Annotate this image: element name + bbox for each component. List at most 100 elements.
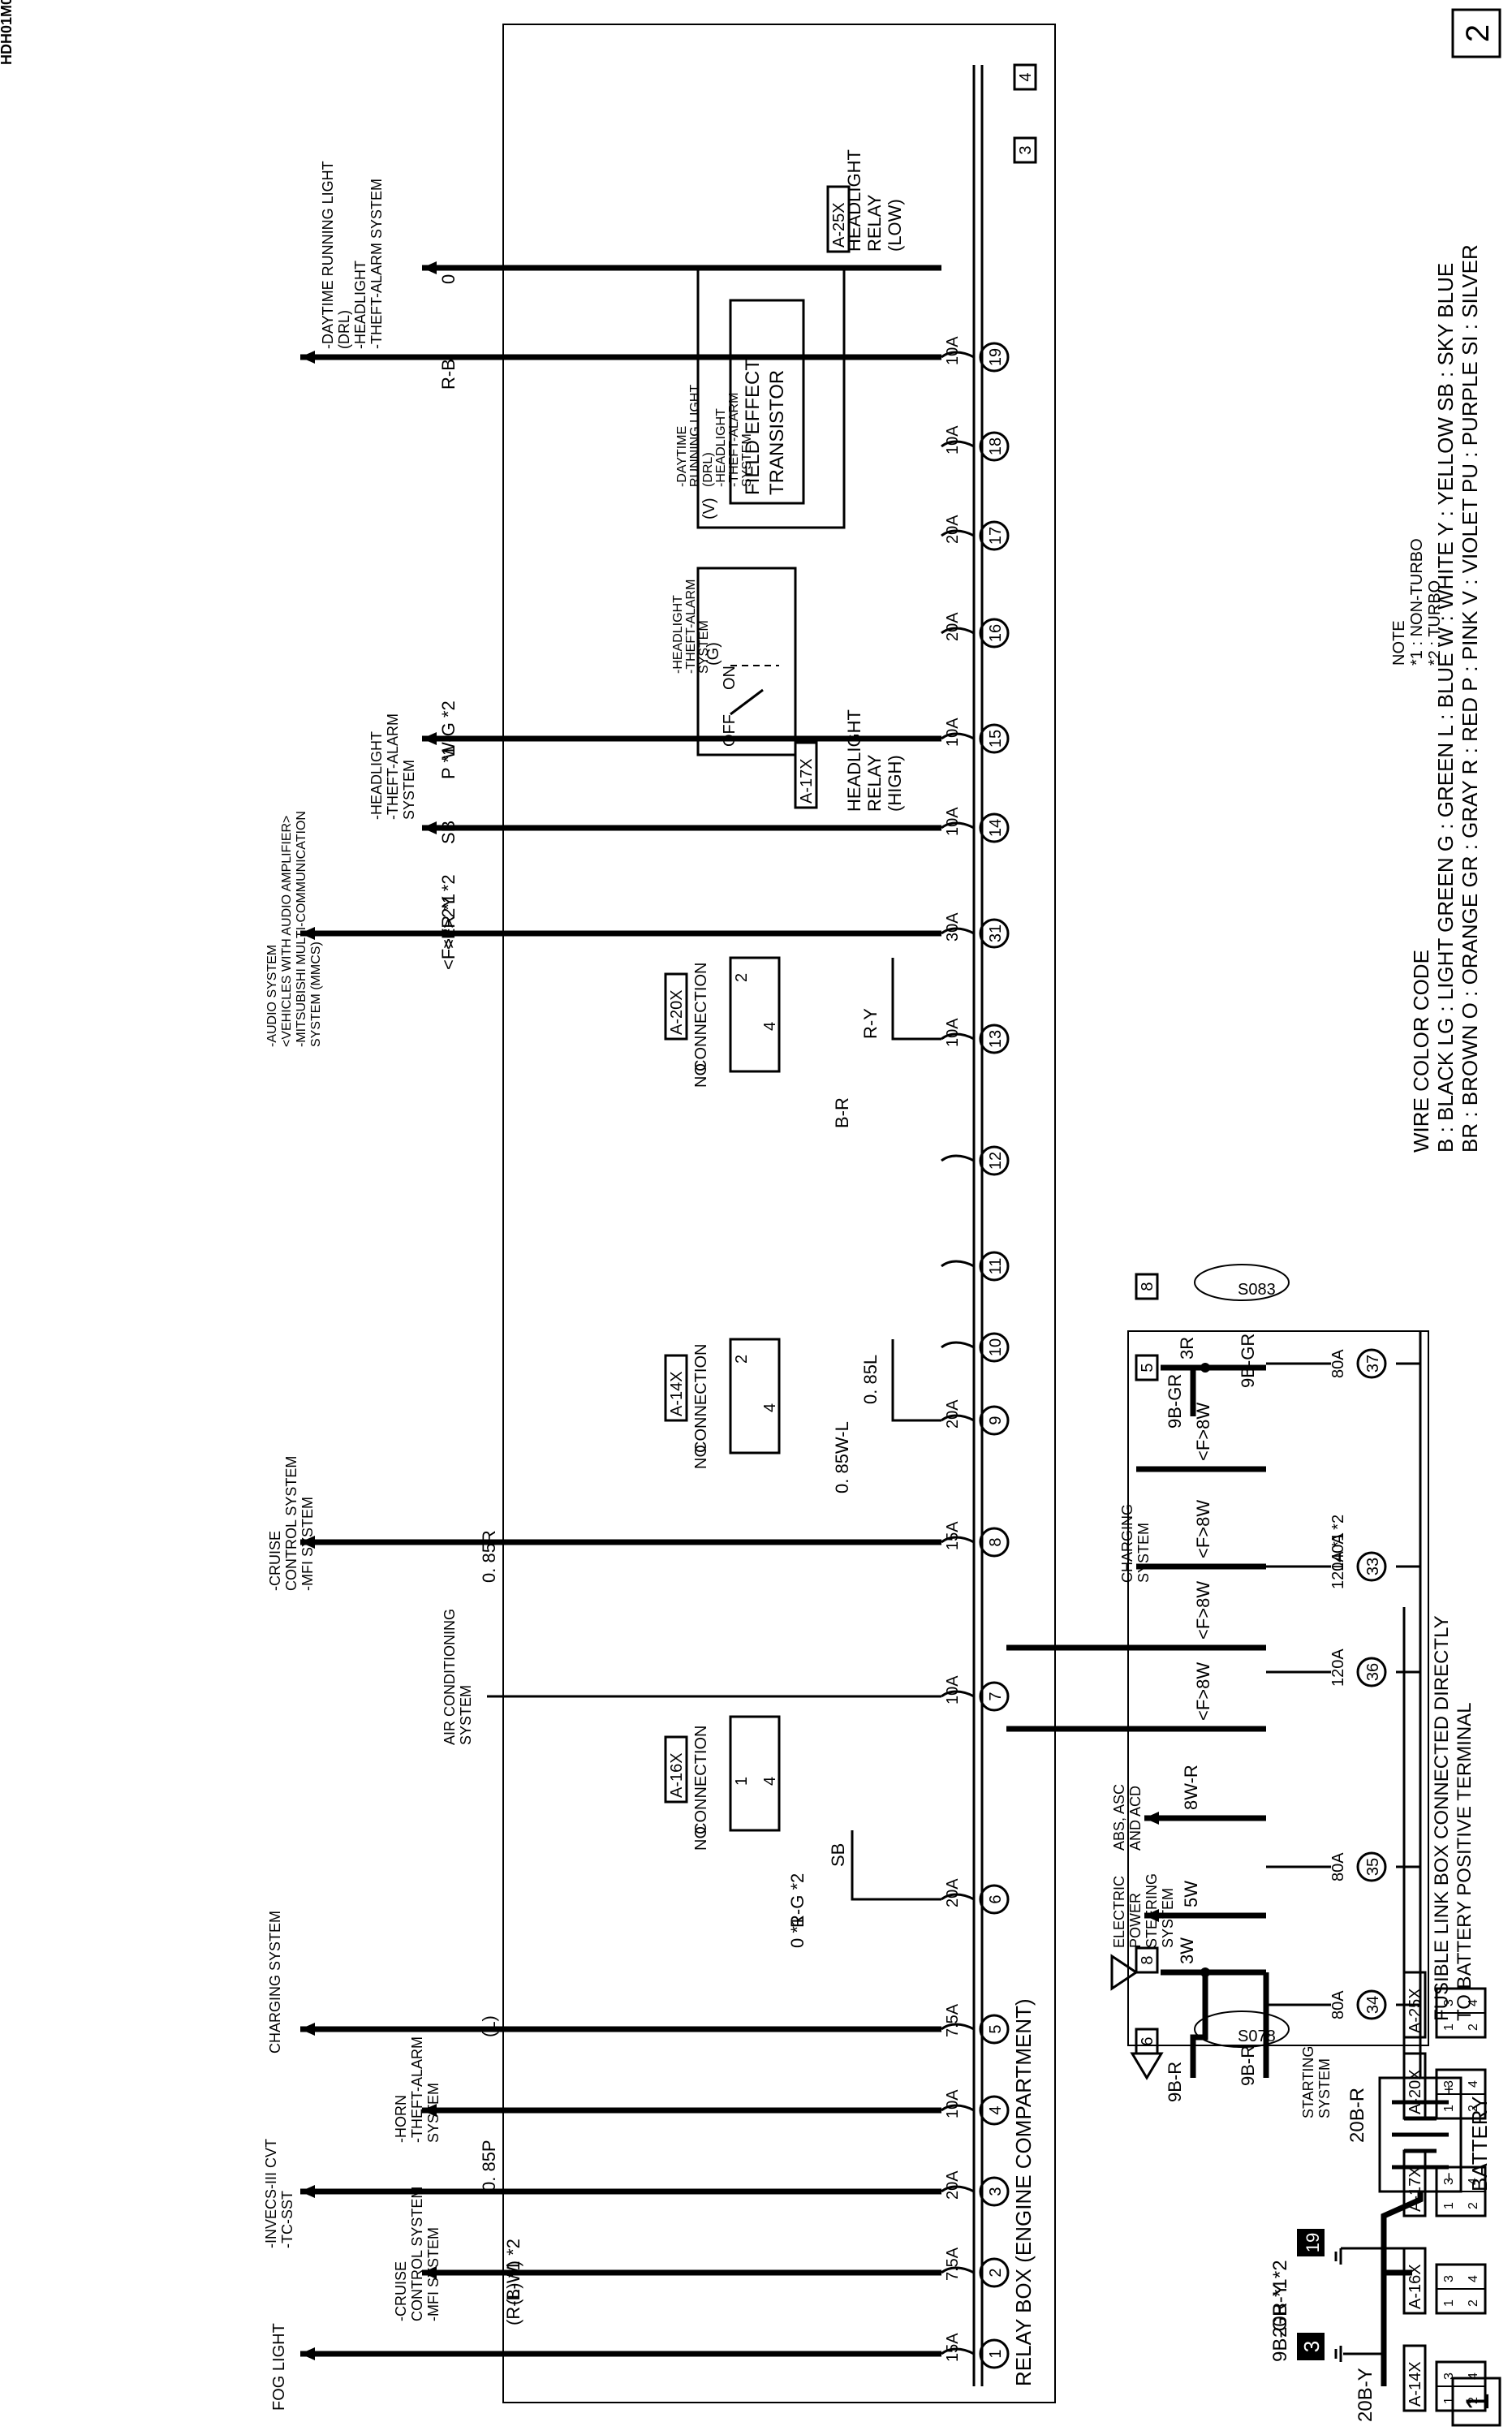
svg-text:B-R: B-R — [832, 1097, 852, 1128]
s083-conn-8: 8 — [1135, 1273, 1159, 1300]
ground-3: 3 9B-GR *1 20B-Y *2 — [1269, 2260, 1384, 2362]
svg-text:10A: 10A — [944, 807, 962, 836]
svg-text:-MFI SYSTEM: -MFI SYSTEM — [299, 1497, 316, 1591]
battery: − + BATTERY — [1378, 2076, 1492, 2193]
svg-text:-MFI SYSTEM: -MFI SYSTEM — [425, 2227, 442, 2321]
svg-text:35: 35 — [1364, 1858, 1382, 1876]
svg-text:9B-GR: 9B-GR — [1165, 1374, 1185, 1429]
svg-text:15A: 15A — [944, 1521, 962, 1550]
svg-text:ELECTRIC: ELECTRIC — [1111, 1876, 1127, 1948]
svg-text:R-B: R-B — [438, 359, 459, 390]
svg-text:A-20X: A-20X — [1406, 2069, 1424, 2114]
svg-text:TO BATTERY POSITIVE TERMINAL: TO BATTERY POSITIVE TERMINAL — [1454, 1702, 1475, 2021]
svg-text:4: 4 — [761, 1022, 779, 1031]
s083-conn-5: 5 — [1135, 1354, 1159, 1381]
svg-text:34: 34 — [1364, 1996, 1382, 2014]
starting-conn-6: 6 — [1130, 2028, 1164, 2080]
svg-text:3: 3 — [1017, 145, 1035, 154]
fet-relay-a25: FIELD EFFECT TRANSISTOR (V) -DAYTIME RUN… — [675, 149, 905, 529]
starting-system-branch: STARTING SYSTEM 9B-R 9B-R 3W 6 8 S078 — [1110, 1937, 1333, 2118]
svg-text:(L-W) *2: (L-W) *2 — [503, 2239, 523, 2305]
svg-text:<F>8W: <F>8W — [1193, 1662, 1213, 1721]
svg-text:4: 4 — [1467, 2275, 1480, 2282]
figure-code: HDH01M01AC — [0, 0, 15, 65]
output-fuse-3: 0. 85P -INVECS-III CVT -TC-SST — [263, 2139, 941, 2248]
svg-text:2: 2 — [1460, 24, 1496, 42]
svg-text:SB: SB — [438, 821, 459, 844]
svg-text:1: 1 — [1442, 2105, 1456, 2112]
svg-text:(R-B) *1: (R-B) *1 — [503, 2261, 523, 2325]
svg-text:31: 31 — [987, 924, 1005, 942]
svg-text:(G): (G) — [704, 642, 722, 666]
svg-text:RELAY: RELAY — [864, 754, 885, 812]
page-marker-end: 2 — [1451, 8, 1501, 58]
fuse-12: 12 — [941, 1145, 1010, 1176]
svg-text:3: 3 — [1442, 2373, 1456, 2380]
svg-text:9: 9 — [987, 1416, 1005, 1424]
svg-text:3R: 3R — [1177, 1337, 1197, 1360]
svg-text:A-20X: A-20X — [668, 989, 686, 1035]
svg-text:7.5A: 7.5A — [944, 2247, 962, 2281]
svg-text:3: 3 — [1299, 2341, 1324, 2352]
svg-text:15: 15 — [987, 730, 1005, 748]
svg-text:AND ACD: AND ACD — [1127, 1786, 1144, 1851]
svg-text:1: 1 — [1460, 2393, 1496, 2411]
svg-text:-TC-SST: -TC-SST — [279, 2191, 295, 2248]
svg-text:SYSTEM: SYSTEM — [697, 620, 711, 674]
svg-text:CONNECTION: CONNECTION — [692, 963, 710, 1071]
svg-text:WIRE COLOR CODE: WIRE COLOR CODE — [1409, 950, 1433, 1153]
svg-text:18: 18 — [987, 437, 1005, 455]
svg-text:RELAY BOX (ENGINE COMPARTMENT): RELAY BOX (ENGINE COMPARTMENT) — [1011, 1998, 1036, 2386]
svg-text:3W: 3W — [1177, 1937, 1197, 1964]
svg-text:-HEADLIGHT: -HEADLIGHT — [352, 261, 368, 349]
svg-text:FIELD EFFECT: FIELD EFFECT — [742, 359, 764, 495]
svg-text:4: 4 — [987, 2105, 1005, 2114]
svg-text:10A: 10A — [944, 2089, 962, 2118]
relay-a14: 4 2 NO CONNECTION A-14X — [664, 1338, 781, 1469]
svg-text:W-G *2: W-G *2 — [438, 700, 459, 759]
svg-text:R-Y: R-Y — [860, 1008, 881, 1039]
splice-s083-branch: 9B-GR 9B-GR 3R 5 8 S083 — [1135, 1264, 1290, 1429]
abs-branch: 8W-R ABS, ASC AND ACD — [1111, 1765, 1266, 1851]
svg-text:<F>8W: <F>8W — [1193, 1500, 1213, 1558]
svg-text:-CRUISE: -CRUISE — [393, 2261, 409, 2321]
svg-text:1: 1 — [987, 2349, 1005, 2358]
fusible-link-box: FUSIBLE LINK BOX CONNECTED DIRECTLY TO B… — [1127, 1330, 1475, 2078]
svg-text:2: 2 — [1467, 2105, 1480, 2112]
svg-text:FUSIBLE LINK BOX CONNECTED DIR: FUSIBLE LINK BOX CONNECTED DIRECTLY — [1431, 1615, 1453, 2021]
svg-text:A-16X: A-16X — [668, 1752, 686, 1798]
svg-text:-HEADLIGHT: -HEADLIGHT — [714, 408, 728, 487]
svg-text:4: 4 — [1467, 2373, 1480, 2380]
svg-text:(DRL): (DRL) — [701, 452, 715, 487]
svg-text:B : BLACK LG : LIGHT GREEN: B : BLACK LG : LIGHT GREEN G : GREEN L :… — [1433, 263, 1458, 1153]
svg-text:<F>8W: <F>8W — [1193, 1403, 1213, 1461]
svg-text:16: 16 — [987, 624, 1005, 642]
svg-text:80A: 80A — [1329, 1990, 1347, 2019]
svg-text:11: 11 — [987, 1258, 1005, 1275]
svg-text:NO: NO — [692, 1063, 710, 1088]
svg-text:8: 8 — [1139, 1282, 1157, 1291]
svg-text:S083: S083 — [1238, 1281, 1276, 1299]
svg-text:CONNECTION: CONNECTION — [692, 1344, 710, 1453]
output-fuse-6: SB 0 *1 R-G *2 — [787, 1830, 941, 1948]
output-fuse-8: 0. 85R -CRUISE CONTROL SYSTEM -MFI SYSTE… — [267, 1456, 941, 1591]
svg-text:7: 7 — [987, 1692, 1005, 1700]
output-fuse-14-15: SB P *1 W-G *2 -HEADLIGHT -THEFT-ALARM S… — [368, 700, 941, 844]
svg-text:4: 4 — [761, 1777, 779, 1786]
relay-box-fuse-list: 115A27.5A320A410A57.5A620A710A815A920A10… — [941, 336, 1010, 2369]
svg-text:9B-R: 9B-R — [1238, 2045, 1258, 2086]
svg-text:37: 37 — [1364, 1355, 1382, 1373]
output-fuse-7: AIR CONDITIONING SYSTEM — [442, 1609, 941, 1745]
fuse-5: 57.5A — [941, 2003, 1010, 2045]
